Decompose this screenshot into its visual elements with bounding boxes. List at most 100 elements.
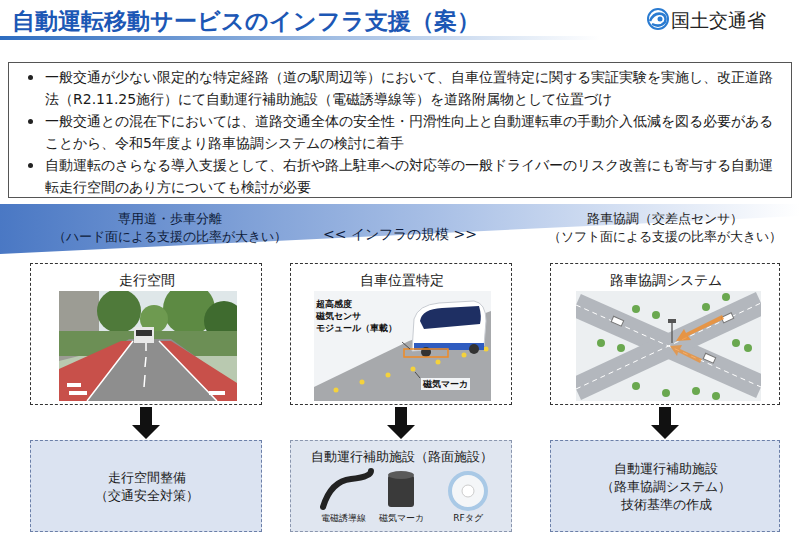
illustration-part [404, 349, 448, 357]
measure-box: 走行空間整備 （交通安全対策） [30, 440, 262, 532]
illustration-part [402, 342, 410, 349]
label-slot: 磁気マーカ [421, 378, 470, 390]
block-arrow [132, 407, 160, 439]
illustration-part [87, 341, 217, 401]
text-slot: << インフラの規模 >> [300, 224, 500, 244]
bullet-text: 一般交通が少ない限定的な特定経路（道の駅周辺等）において、自車位置特定に関する実… [45, 66, 781, 110]
illustration-part [576, 303, 761, 389]
category-box: 路車協調システム [550, 263, 780, 405]
illustration-part [59, 339, 237, 401]
box-caption: << インフラの規模 >> [300, 224, 500, 244]
category-box: 走行空間 [30, 263, 262, 405]
title-underline [0, 36, 600, 40]
box-caption: 電磁誘導線 [303, 512, 383, 525]
illustration-part [97, 291, 141, 333]
illustration-part [576, 291, 761, 401]
scale-band: 専用道・歩車分離 （ハード面による支援の比率が大きい）<< インフラの規模 >>… [0, 204, 800, 254]
label-slot: 国土交通省 [671, 8, 766, 33]
illustration-part [611, 316, 623, 326]
illustration-part [662, 389, 670, 397]
illustration-part [702, 303, 710, 311]
illustration-part [692, 387, 700, 395]
illustration-part [0, 204, 800, 254]
callout-label: 超高感度 磁気センサ モジュール（車載） [316, 298, 398, 334]
illustration-part [617, 344, 625, 352]
text-slot: 自動運行補助施設（路面施設） [291, 448, 513, 466]
text-slot: 走行空間 [31, 270, 263, 290]
box-heading: 自動運行補助施設（路面施設） [291, 448, 513, 466]
box-heading: 走行空間 [31, 270, 263, 290]
illustration-part [670, 345, 702, 363]
illustration-part [360, 380, 365, 385]
illustration-part [722, 293, 730, 301]
illustration-part [469, 344, 479, 354]
illustration-part [712, 392, 720, 400]
illustration-part [648, 9, 668, 29]
bullet-item: 一般交通との混在下においては、道路交通全体の安全性・円滑性向上と自動運転車の手動… [45, 110, 781, 154]
illustration-part [676, 315, 724, 341]
illustration-part [136, 330, 152, 336]
callout-label: 磁気マーカ [421, 378, 470, 390]
measure-box: 自動運行補助施設 （路車協調システム） 技術基準の作成 [550, 440, 780, 532]
bullet-dot [28, 119, 33, 124]
bullet-text: 自動運転のさらなる導入支援として、右折や路上駐車への対応等の一般ドライバーのリス… [45, 154, 781, 198]
illustration-part [650, 14, 666, 26]
illustration-part [703, 353, 715, 363]
text-slot: 路車協調システム [551, 270, 781, 290]
text-slot: 磁気マーカ [361, 512, 441, 525]
illustration-part [386, 373, 391, 378]
illustration-part [597, 339, 605, 347]
measure-box: 自動運行補助施設（路面施設） 電磁誘導線磁気マーカRFタグ [290, 440, 512, 532]
bullet-item: 一般交通が少ない限定的な特定経路（道の駅周辺等）において、自車位置特定に関する実… [45, 66, 781, 110]
box-caption: 路車協調（交差点センサ） （ソフト面による支援の比率が大きい） [534, 210, 796, 246]
logo-icon [648, 9, 668, 29]
illustration-part [732, 339, 740, 347]
illustration-part [411, 367, 416, 372]
block-arrow [651, 407, 679, 439]
text-slot: 走行空間整備 （交通安全対策） [77, 469, 217, 505]
illustration-part [412, 301, 486, 351]
summary-box: 一般交通が少ない限定的な特定経路（道の駅周辺等）において、自車位置特定に関する実… [8, 62, 792, 198]
illustration-part [668, 319, 676, 323]
illustration-part [484, 347, 489, 352]
illustration-part [652, 311, 660, 319]
illustration-part [597, 293, 752, 400]
text-slot: 専用道・歩車分離 （ハード面による支援の比率が大きい） [39, 210, 301, 246]
box-heading: 専用道・歩車分離 （ハード面による支援の比率が大きい） [39, 210, 301, 246]
box-caption: 磁気マーカ [361, 512, 441, 525]
illustration-part [576, 303, 761, 389]
illustration-part [462, 353, 467, 358]
illustration-part [450, 473, 486, 509]
illustration-part [658, 17, 663, 22]
box-heading: 走行空間整備 （交通安全対策） [77, 469, 217, 505]
bullet-dot [28, 163, 33, 168]
ministry-logo-text: 国土交通省 [671, 8, 766, 33]
label-slot: 超高感度 磁気センサ モジュール（車載） [316, 298, 398, 334]
illustration-part [323, 471, 371, 507]
block-arrow [387, 407, 415, 439]
category-box: 自車位置特定 [290, 263, 512, 405]
illustration-part [436, 360, 441, 365]
illustration-part [388, 475, 414, 507]
box-heading: 自車位置特定 [291, 270, 513, 290]
text-slot: 自車位置特定 [291, 270, 513, 290]
illustration-part [388, 471, 414, 479]
illustration-part [334, 388, 339, 393]
bullet-item: 自動運転のさらなる導入支援として、右折や路上駐車への対応等の一般ドライバーのリス… [45, 154, 781, 198]
road-photo [59, 291, 237, 401]
illustration-part [314, 291, 491, 401]
illustration-part [744, 344, 752, 352]
illustration-part [67, 383, 81, 387]
illustration-part [420, 306, 481, 329]
illustration-part [59, 341, 133, 401]
illustration-part [209, 391, 225, 395]
illustration-part [632, 382, 640, 390]
box-heading: 路車協調システム [551, 270, 781, 290]
illustration-part [159, 341, 237, 401]
illustration-part [134, 327, 154, 343]
text-slot: RFタグ [428, 512, 508, 525]
slide-title: 自動運転移動サービスのインフラ支援（案） [12, 6, 480, 37]
illustration-part [144, 343, 146, 387]
intersection-illustration [576, 291, 761, 401]
illustration-part [415, 372, 420, 378]
